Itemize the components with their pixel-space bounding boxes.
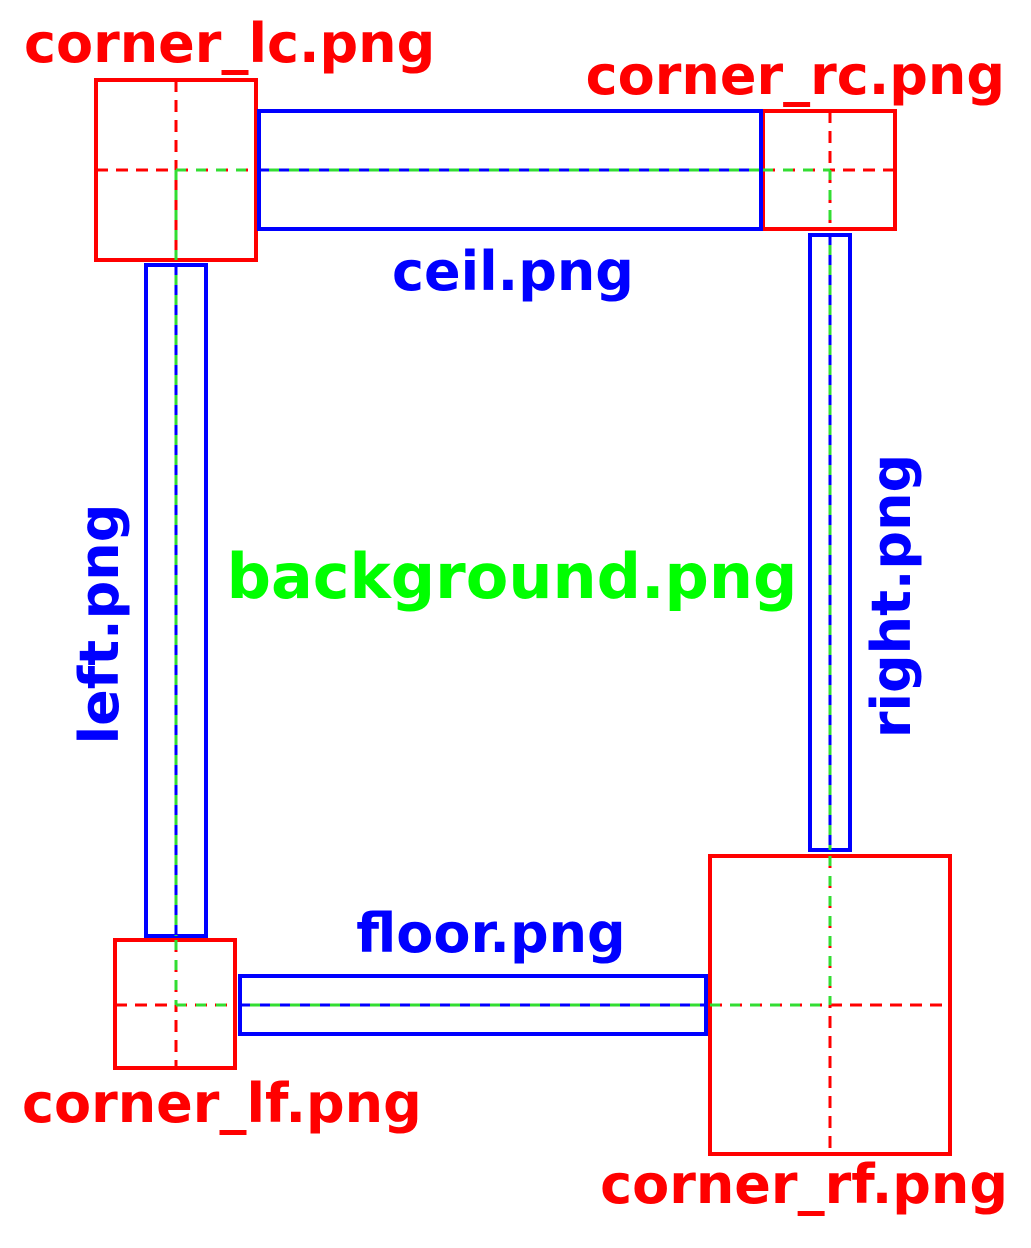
corner-rc-label: corner_rc.png <box>586 44 1005 107</box>
right-label: right.png <box>860 454 923 738</box>
background-guide-lines <box>174 168 832 1007</box>
right-piece <box>808 233 852 852</box>
ceil-label: ceil.png <box>392 240 634 303</box>
left-piece <box>144 263 208 938</box>
corner-lc-label: corner_lc.png <box>24 12 435 75</box>
floor-label: floor.png <box>356 902 625 965</box>
left-label: left.png <box>68 504 131 745</box>
ceil-piece <box>257 109 763 231</box>
corner-lf-label: corner_lf.png <box>22 1072 422 1135</box>
corner-rf-label: corner_rf.png <box>600 1153 1008 1216</box>
floor-piece <box>238 974 708 1036</box>
background-label: background.png <box>227 540 798 613</box>
